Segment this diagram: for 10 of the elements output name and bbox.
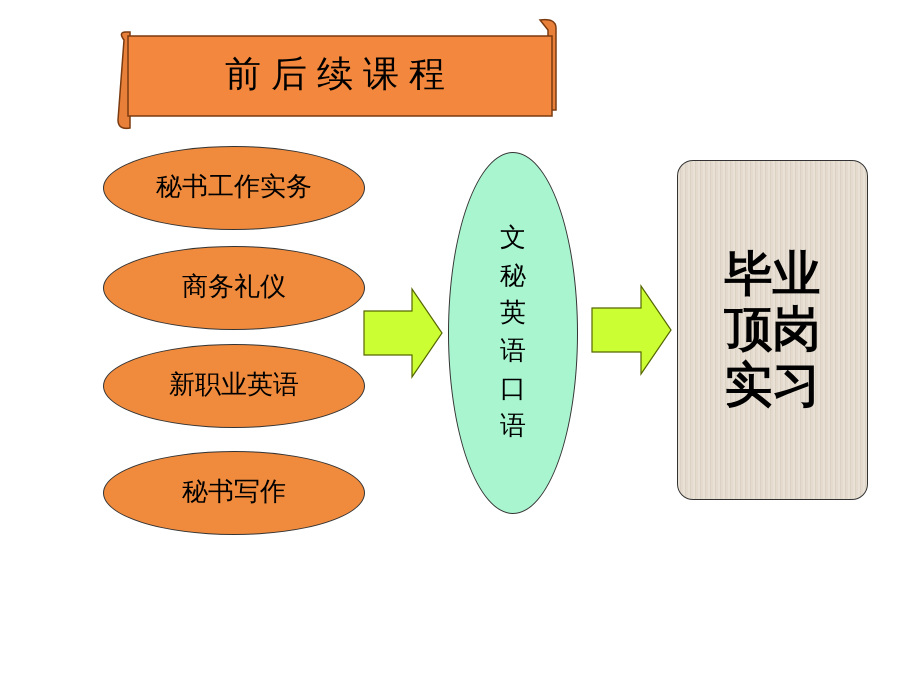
node-label: 商务礼仪 [182, 272, 286, 304]
block-arrow [363, 287, 443, 379]
vertical-label: 毕业顶岗实习 [723, 247, 822, 413]
vertical-label: 文秘英语口语 [500, 222, 526, 444]
node-label: 新职业英语 [169, 370, 299, 402]
title: 前后续课程 [224, 53, 456, 97]
internship-box [677, 160, 868, 500]
node-label: 秘书工作实务 [156, 172, 312, 204]
block-arrow [591, 284, 672, 376]
node-label: 秘书写作 [182, 477, 286, 509]
